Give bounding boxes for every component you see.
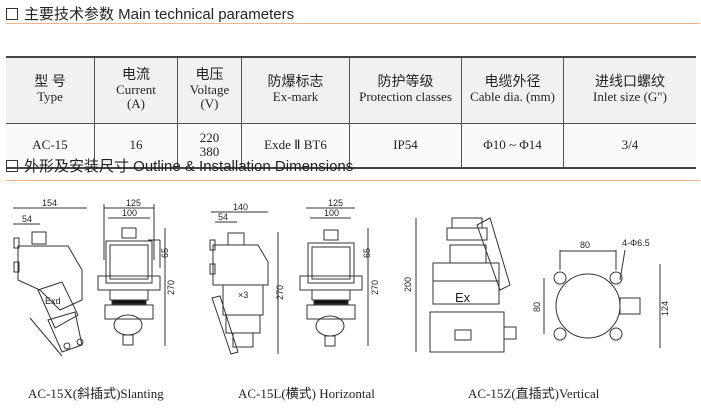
checkbox-square-icon xyxy=(6,160,18,172)
drawing-horizontal-front: 125 100 65 270 xyxy=(299,198,380,347)
svg-text:4-Φ6.5: 4-Φ6.5 xyxy=(622,238,650,248)
svg-text:270: 270 xyxy=(370,280,380,295)
svg-text:Exd: Exd xyxy=(45,296,61,306)
svg-text:200: 200 xyxy=(403,277,413,292)
drawing-vertical-top: 80 4-Φ6.5 80 124 xyxy=(532,238,670,348)
cell-inlet: 3/4 xyxy=(563,123,696,168)
drawing-horizontal-side: ×3 140 54 270 xyxy=(209,202,285,355)
drawing-vertical-side: Ex 200 xyxy=(403,217,517,353)
svg-text:100: 100 xyxy=(324,208,339,218)
divider xyxy=(6,180,700,181)
svg-text:154: 154 xyxy=(42,198,57,208)
svg-text:80: 80 xyxy=(580,240,590,250)
caption-vertical: AC-15Z(直插式)Vertical xyxy=(468,386,600,401)
cell-protection: IP54 xyxy=(349,123,462,168)
divider xyxy=(6,23,700,24)
cell-cable: Φ10 ~ Φ14 xyxy=(461,123,564,168)
drawing-slanting-front: 125 100 65 270 xyxy=(97,198,176,346)
checkbox-square-icon xyxy=(6,8,18,20)
cell-type: AC-15 xyxy=(32,137,68,153)
section-heading-technical-parameters: 主要技术参数 Main technical parameters xyxy=(6,3,294,24)
caption-slanting: AC-15X(斜插式)Slanting xyxy=(28,386,164,401)
svg-text:270: 270 xyxy=(275,285,285,300)
section-heading-outline: 外形及安装尺寸 Outline & Installation Dimension… xyxy=(6,155,353,176)
svg-text:100: 100 xyxy=(122,208,137,218)
svg-text:65: 65 xyxy=(160,248,170,258)
caption-horizontal: AC-15L(横式) Horizontal xyxy=(238,386,375,401)
svg-text:125: 125 xyxy=(126,198,141,208)
svg-text:65: 65 xyxy=(362,248,372,258)
drawing-slanting-side: Exd 154 54 xyxy=(13,198,87,357)
svg-text:140: 140 xyxy=(233,202,248,212)
cell-exmark: Exde Ⅱ BT6 xyxy=(241,123,350,168)
svg-text:54: 54 xyxy=(22,214,32,224)
cell-current: 16 xyxy=(94,123,178,168)
svg-text:×3: ×3 xyxy=(238,290,248,300)
section-title: 外形及安装尺寸 Outline & Installation Dimension… xyxy=(24,158,354,175)
svg-text:270: 270 xyxy=(166,280,176,295)
svg-text:Ex: Ex xyxy=(455,290,471,305)
section-title: 主要技术参数 Main technical parameters xyxy=(24,6,295,23)
svg-text:124: 124 xyxy=(660,301,670,316)
svg-text:80: 80 xyxy=(532,302,542,312)
svg-text:125: 125 xyxy=(328,198,343,208)
svg-text:54: 54 xyxy=(218,212,228,222)
